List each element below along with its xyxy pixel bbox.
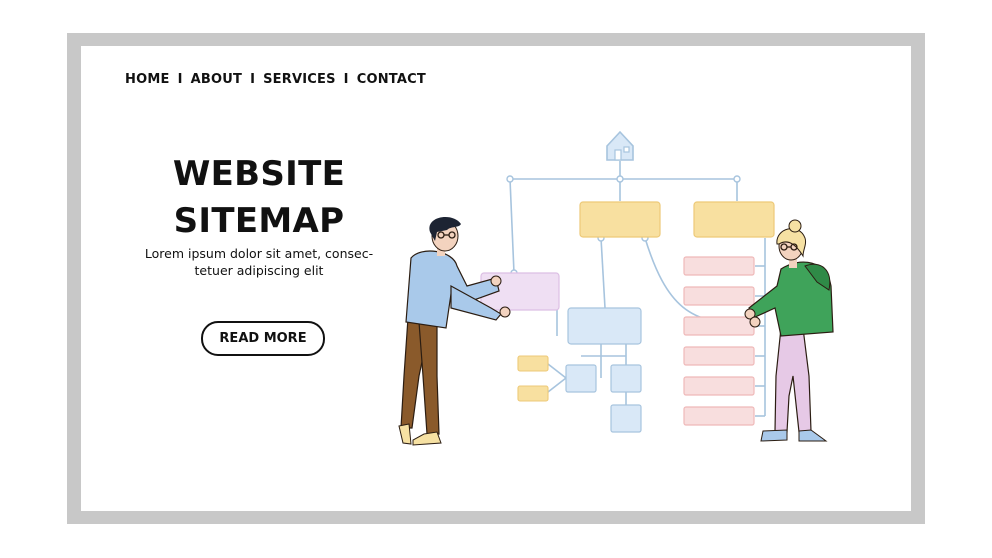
- sitemap-blue-blocks: [565, 307, 642, 433]
- nav-about[interactable]: ABOUT: [190, 72, 243, 87]
- hero-title-line: WEBSITE: [172, 154, 346, 194]
- hero-title: WEBSITE SITEMAP: [81, 151, 437, 245]
- hero-subtitle: Lorem ipsum dolor sit amet, consec- tetu…: [121, 245, 397, 279]
- top-navigation: HOME I ABOUT I SERVICES I CONTACT: [125, 72, 426, 87]
- hero-title-line: SITEMAP: [173, 201, 345, 241]
- nav-contact[interactable]: CONTACT: [356, 72, 426, 87]
- nav-separator: I: [343, 72, 349, 87]
- read-more-button[interactable]: READ MORE: [201, 321, 325, 356]
- landing-page: HOME I ABOUT I SERVICES I CONTACT WEBSIT…: [81, 46, 911, 511]
- nav-services[interactable]: SERVICES: [263, 72, 336, 87]
- hero-subtitle-line: tetuer adipiscing elit: [194, 263, 324, 278]
- sitemap-small-yellow-blocks: [517, 355, 549, 402]
- man-figure: [398, 217, 511, 446]
- home-icon: [606, 130, 634, 161]
- woman-figure: [744, 219, 834, 442]
- sitemap-pink-column: [683, 256, 755, 426]
- sitemap-illustration: [398, 130, 834, 446]
- sitemap-block-yellow: [579, 201, 661, 238]
- sitemap-block-yellow: [693, 201, 775, 238]
- hero-subtitle-line: Lorem ipsum dolor sit amet, consec-: [144, 246, 374, 261]
- nav-separator: I: [177, 72, 183, 87]
- nav-separator: I: [250, 72, 256, 87]
- nav-home[interactable]: HOME: [125, 72, 170, 87]
